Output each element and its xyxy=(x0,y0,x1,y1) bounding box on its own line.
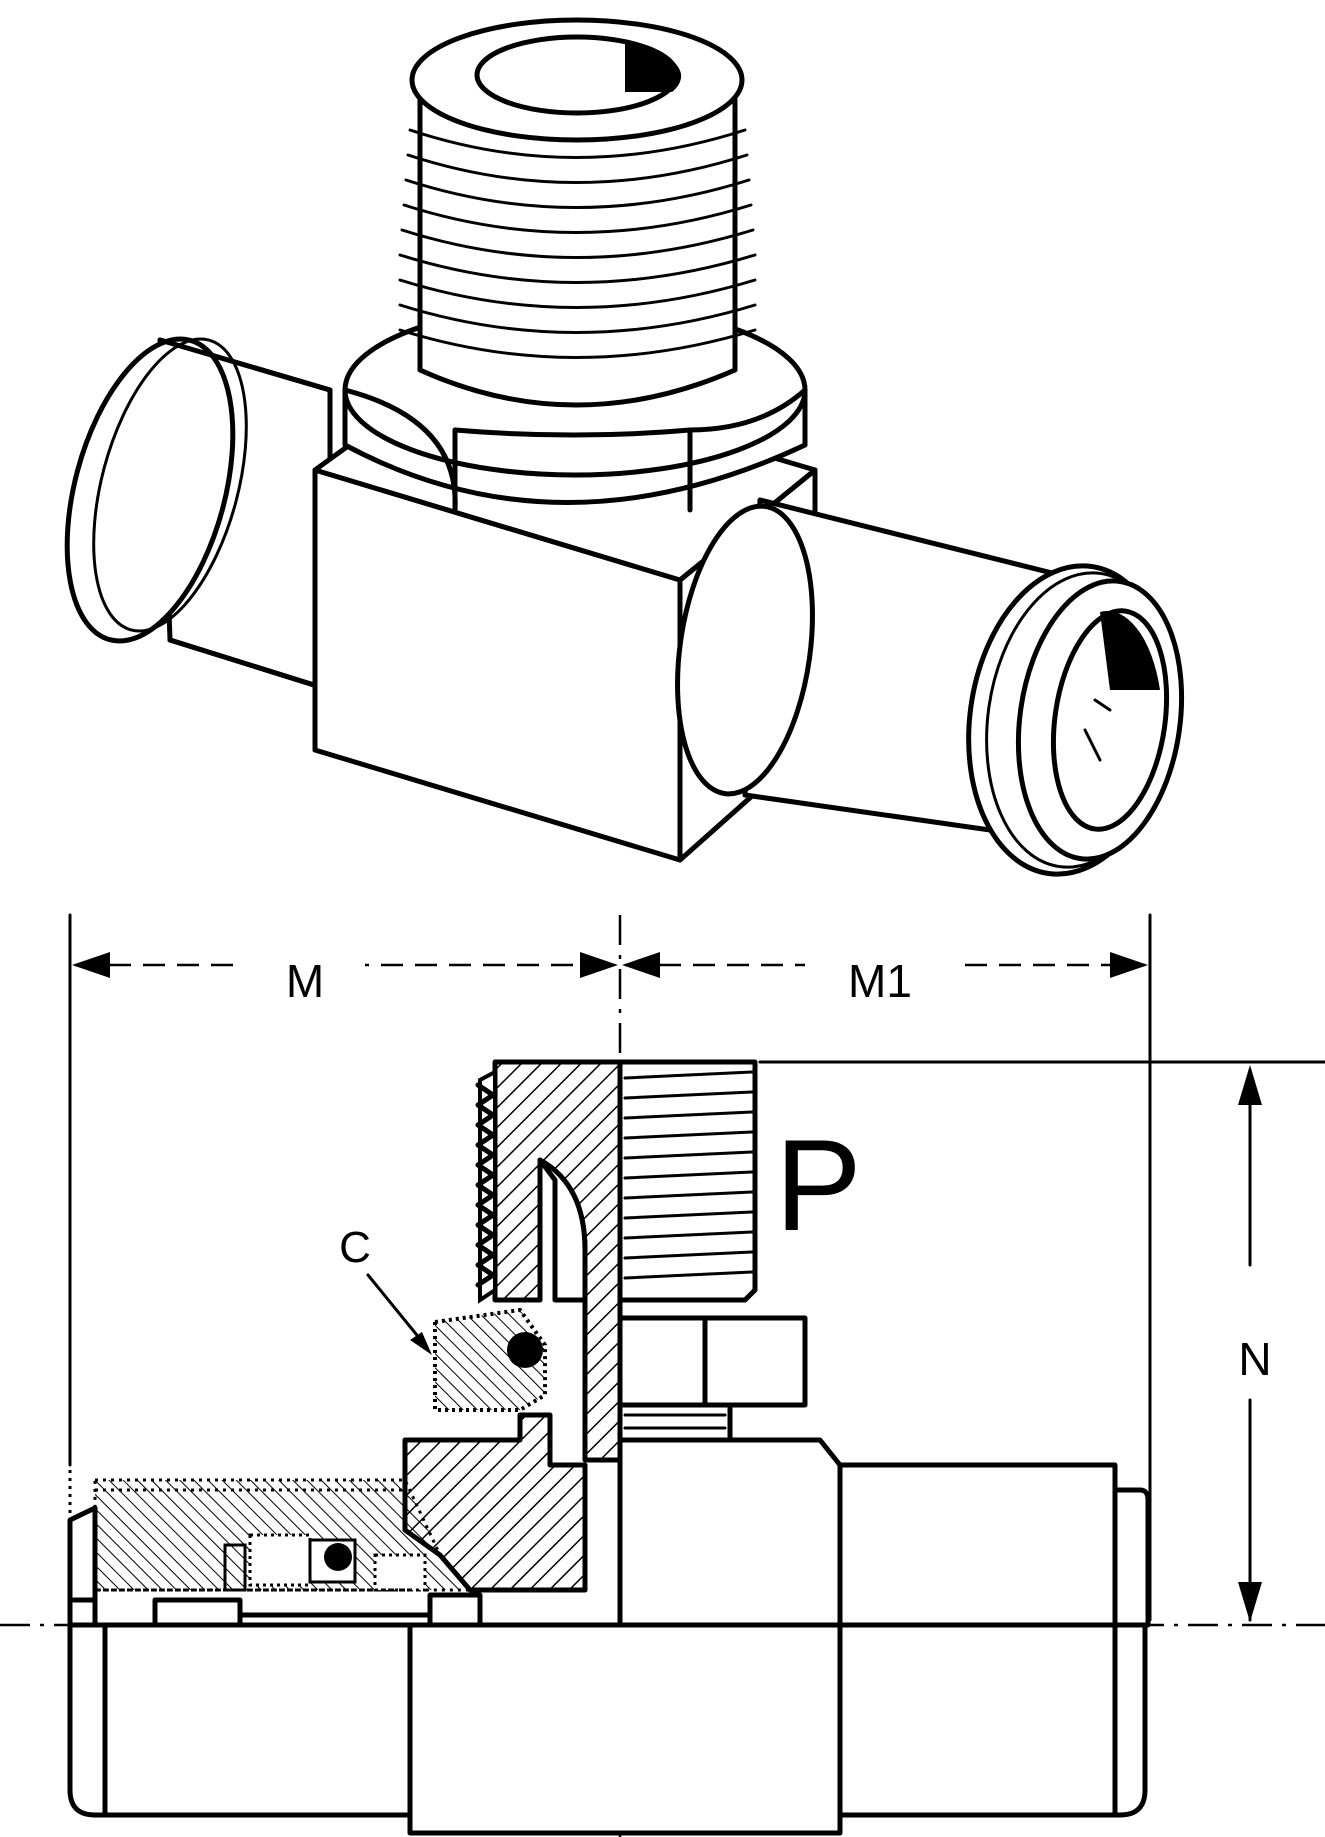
dimension-m1-label: M1 xyxy=(848,955,912,1007)
dimension-m-label: M xyxy=(286,955,324,1007)
callout-c: C xyxy=(339,1223,432,1355)
dimension-n-label: N xyxy=(1238,1333,1271,1385)
isometric-fitting-view xyxy=(64,17,1185,877)
section-o-ring xyxy=(433,1307,547,1412)
section-view: M M1 N xyxy=(0,913,1325,1837)
port-p-label: P xyxy=(775,1112,862,1258)
section-thread-left xyxy=(475,1059,623,1463)
section-collet xyxy=(67,1505,483,1628)
section-hex-nut xyxy=(617,1315,808,1443)
section-thread-right xyxy=(617,1059,758,1303)
callout-c-label: C xyxy=(339,1223,371,1272)
dimension-n: N xyxy=(1238,1065,1272,1622)
left-tube xyxy=(64,336,333,693)
dimension-m: M xyxy=(72,935,618,1007)
section-right-body xyxy=(617,1437,1151,1628)
dimension-m1: M1 xyxy=(622,935,1148,1007)
right-tube xyxy=(675,497,1185,877)
section-tube-dotted xyxy=(68,1350,410,1592)
threaded-shank xyxy=(398,17,757,408)
section-lower-body xyxy=(67,1622,1148,1836)
